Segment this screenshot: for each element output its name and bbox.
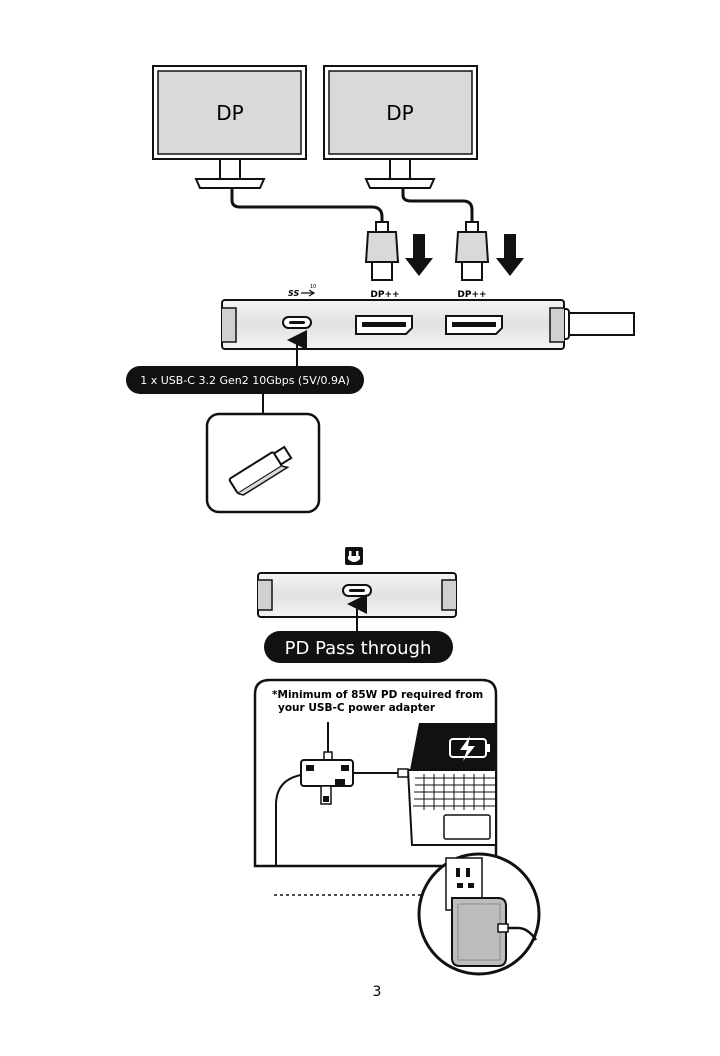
usb-c-callout: 1 x USB-C 3.2 Gen2 10Gbps (5V/0.9A) [126,366,364,394]
monitor-left-label: DP [216,101,243,125]
usb-hub-top [222,300,634,349]
power-plug-icon [345,547,363,565]
dp-cable-left [232,188,398,280]
arrow-down-icon [496,234,524,276]
dp-port-label-1: DP++ [370,290,399,300]
laptop [408,723,496,845]
arrow-down-icon [405,234,433,276]
pd-callout: PD Pass through [264,631,453,663]
usb-superspeed-logo: SS [288,289,299,298]
pd-callout-text: PD Pass through [285,638,432,659]
usb-flash-drive [207,414,319,512]
pd-note-line-2: your USB-C power adapter [278,702,436,714]
usb-speed-mark: 10 [310,284,316,290]
dp-port-label-2: DP++ [457,290,486,300]
usb-c-callout-text: 1 x USB-C 3.2 Gen2 10Gbps (5V/0.9A) [140,374,350,387]
monitor-right: DP [324,66,477,188]
pd-info-panel: *Minimum of 85W PD required from your US… [255,680,496,866]
wall-charger-detail [419,854,539,974]
monitor-right-label: DP [386,101,413,125]
page-number: 3 [373,984,382,1000]
monitor-left: DP [153,66,306,188]
pd-note-line-1: *Minimum of 85W PD required from [272,689,483,701]
usb-trident-icon [301,290,314,296]
